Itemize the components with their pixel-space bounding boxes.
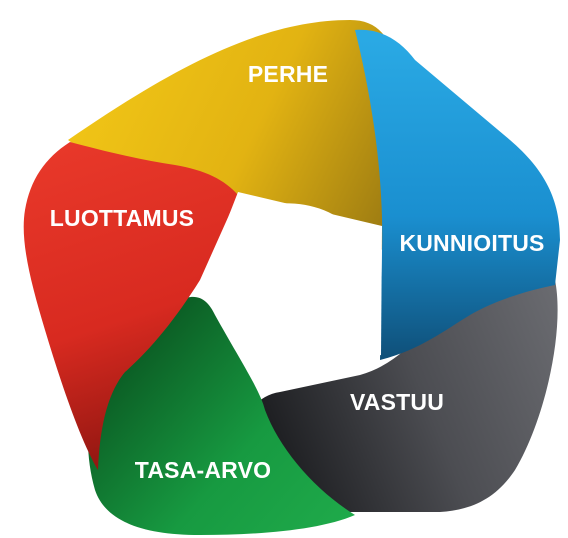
segment-label-perhe: PERHE [248,61,328,87]
segment-label-tasa-arvo: TASA-ARVO [135,457,271,483]
segment-label-luottamus: LUOTTAMUS [50,205,194,231]
segment-label-kunnioitus: KUNNIOITUS [399,230,544,256]
segment-label-vastuu: VASTUU [350,389,444,415]
